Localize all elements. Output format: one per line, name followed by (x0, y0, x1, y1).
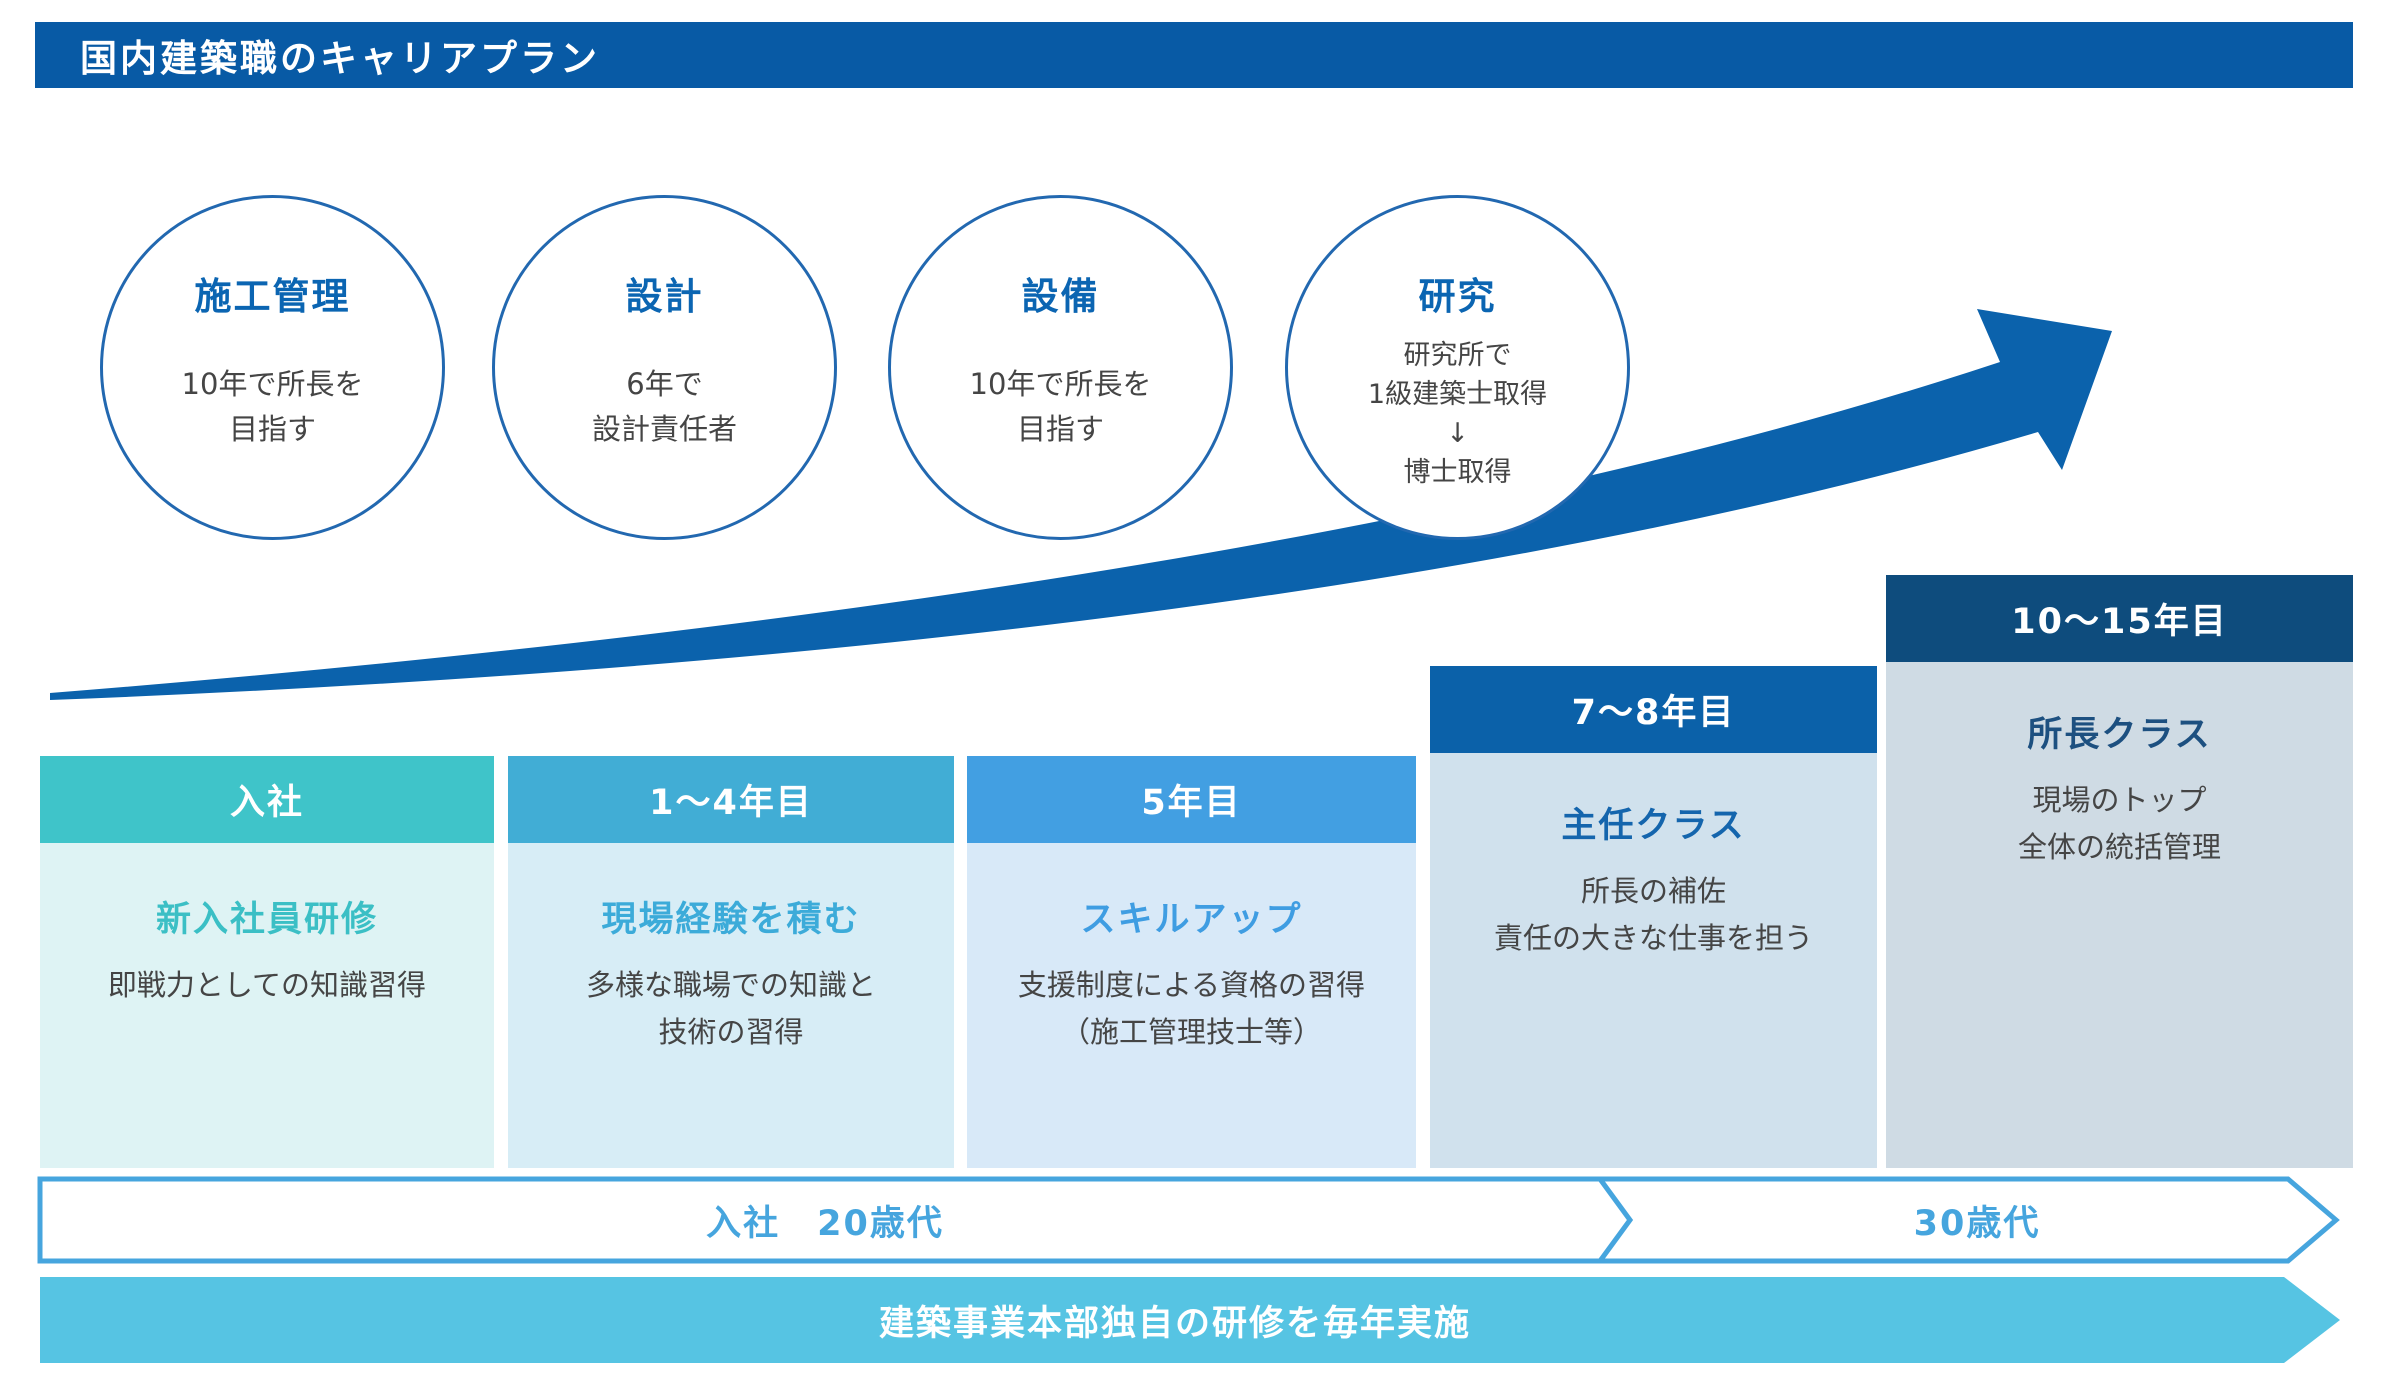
track-description-line: 10年で所長を (181, 367, 364, 401)
stage-column-years-7-8: 7～8年目 主任クラス 所長の補佐 責任の大きな仕事を担う (1430, 666, 1877, 1168)
stage-period: 5年目 (967, 756, 1416, 843)
stage-title: 主任クラス (1561, 806, 1746, 846)
track-name: 設計 (625, 275, 704, 318)
stage-description-line: 全体の統括管理 (2017, 829, 2221, 864)
stage-body: 主任クラス 所長の補佐 責任の大きな仕事を担う (1430, 753, 1877, 1168)
stage-period: 7～8年目 (1430, 666, 1877, 753)
stage-body: スキルアップ 支援制度による資格の習得 （施工管理技士等） (967, 843, 1416, 1168)
stage-title: 所長クラス (2027, 715, 2212, 755)
track-name: 設備 (1021, 275, 1100, 318)
down-arrow-glyph: ↓ (1446, 418, 1469, 450)
stage-description-line: 多様な職場での知識と (585, 968, 876, 1002)
stage-description-line: 技術の習得 (658, 1014, 804, 1049)
stage-column-years-10-15: 10～15年目 所長クラス 現場のトップ 全体の統括管理 (1886, 575, 2353, 1168)
track-description-line: 博士取得 (1403, 457, 1512, 489)
stage-title: 現場経験を積む (601, 900, 861, 940)
stage-body: 新入社員研修 即戦力としての知識習得 (40, 843, 494, 1168)
career-track-circle-construction-management: 施工管理 10年で所長を 目指す (100, 195, 445, 540)
track-description-line: 目指す (228, 411, 316, 446)
stage-period: 入社 (40, 756, 494, 843)
age-band-30s-label: 30歳代 (1913, 1203, 2041, 1244)
track-name: 研究 (1418, 275, 1497, 318)
track-description-line: 研究所で (1403, 340, 1512, 371)
career-track-circle-design: 設計 6年で 設計責任者 (492, 195, 837, 540)
track-description-line: 目指す (1016, 411, 1104, 446)
stage-period: 10～15年目 (1886, 575, 2353, 662)
track-name: 施工管理 (194, 275, 351, 318)
stage-period: 1～4年目 (508, 756, 954, 843)
stage-description-line: 責任の大きな仕事を担う (1493, 920, 1813, 955)
career-track-circle-equipment: 設備 10年で所長を 目指す (888, 195, 1233, 540)
track-description-line: 6年で (626, 367, 703, 401)
stage-description-line: 現場のトップ (2032, 783, 2207, 817)
stage-column-years-1-4: 1～4年目 現場経験を積む 多様な職場での知識と 技術の習得 (508, 756, 954, 1168)
stage-title: スキルアップ (1080, 900, 1303, 940)
track-description-line: 設計責任者 (591, 411, 737, 446)
stage-column-entry: 入社 新入社員研修 即戦力としての知識習得 (40, 756, 494, 1168)
stage-title: 新入社員研修 (155, 900, 378, 940)
page-title-bar: 国内建築職のキャリアプラン (35, 22, 2353, 88)
training-band-label: 建築事業本部独自の研修を毎年実施 (878, 1303, 1471, 1344)
track-description-line: 10年で所長を (969, 367, 1152, 401)
stage-column-year-5: 5年目 スキルアップ 支援制度による資格の習得 （施工管理技士等） (967, 756, 1416, 1168)
stage-description-line: 支援制度による資格の習得 (1017, 968, 1366, 1002)
track-description-line: 1級建築士取得 (1367, 379, 1548, 411)
stage-body: 所長クラス 現場のトップ 全体の統括管理 (1886, 662, 2353, 1168)
age-band-20s-label: 入社 20歳代 (706, 1203, 944, 1244)
stage-body: 現場経験を積む 多様な職場での知識と 技術の習得 (508, 843, 954, 1168)
stage-description-line: 所長の補佐 (1580, 874, 1726, 908)
page-title: 国内建築職のキャリアプラン (80, 37, 600, 80)
stage-description-line: （施工管理技士等） (1060, 1014, 1322, 1049)
stage-description-line: 即戦力としての知識習得 (107, 968, 427, 1002)
career-track-circle-research: 研究 研究所で 1級建築士取得 ↓ 博士取得 (1285, 195, 1630, 540)
